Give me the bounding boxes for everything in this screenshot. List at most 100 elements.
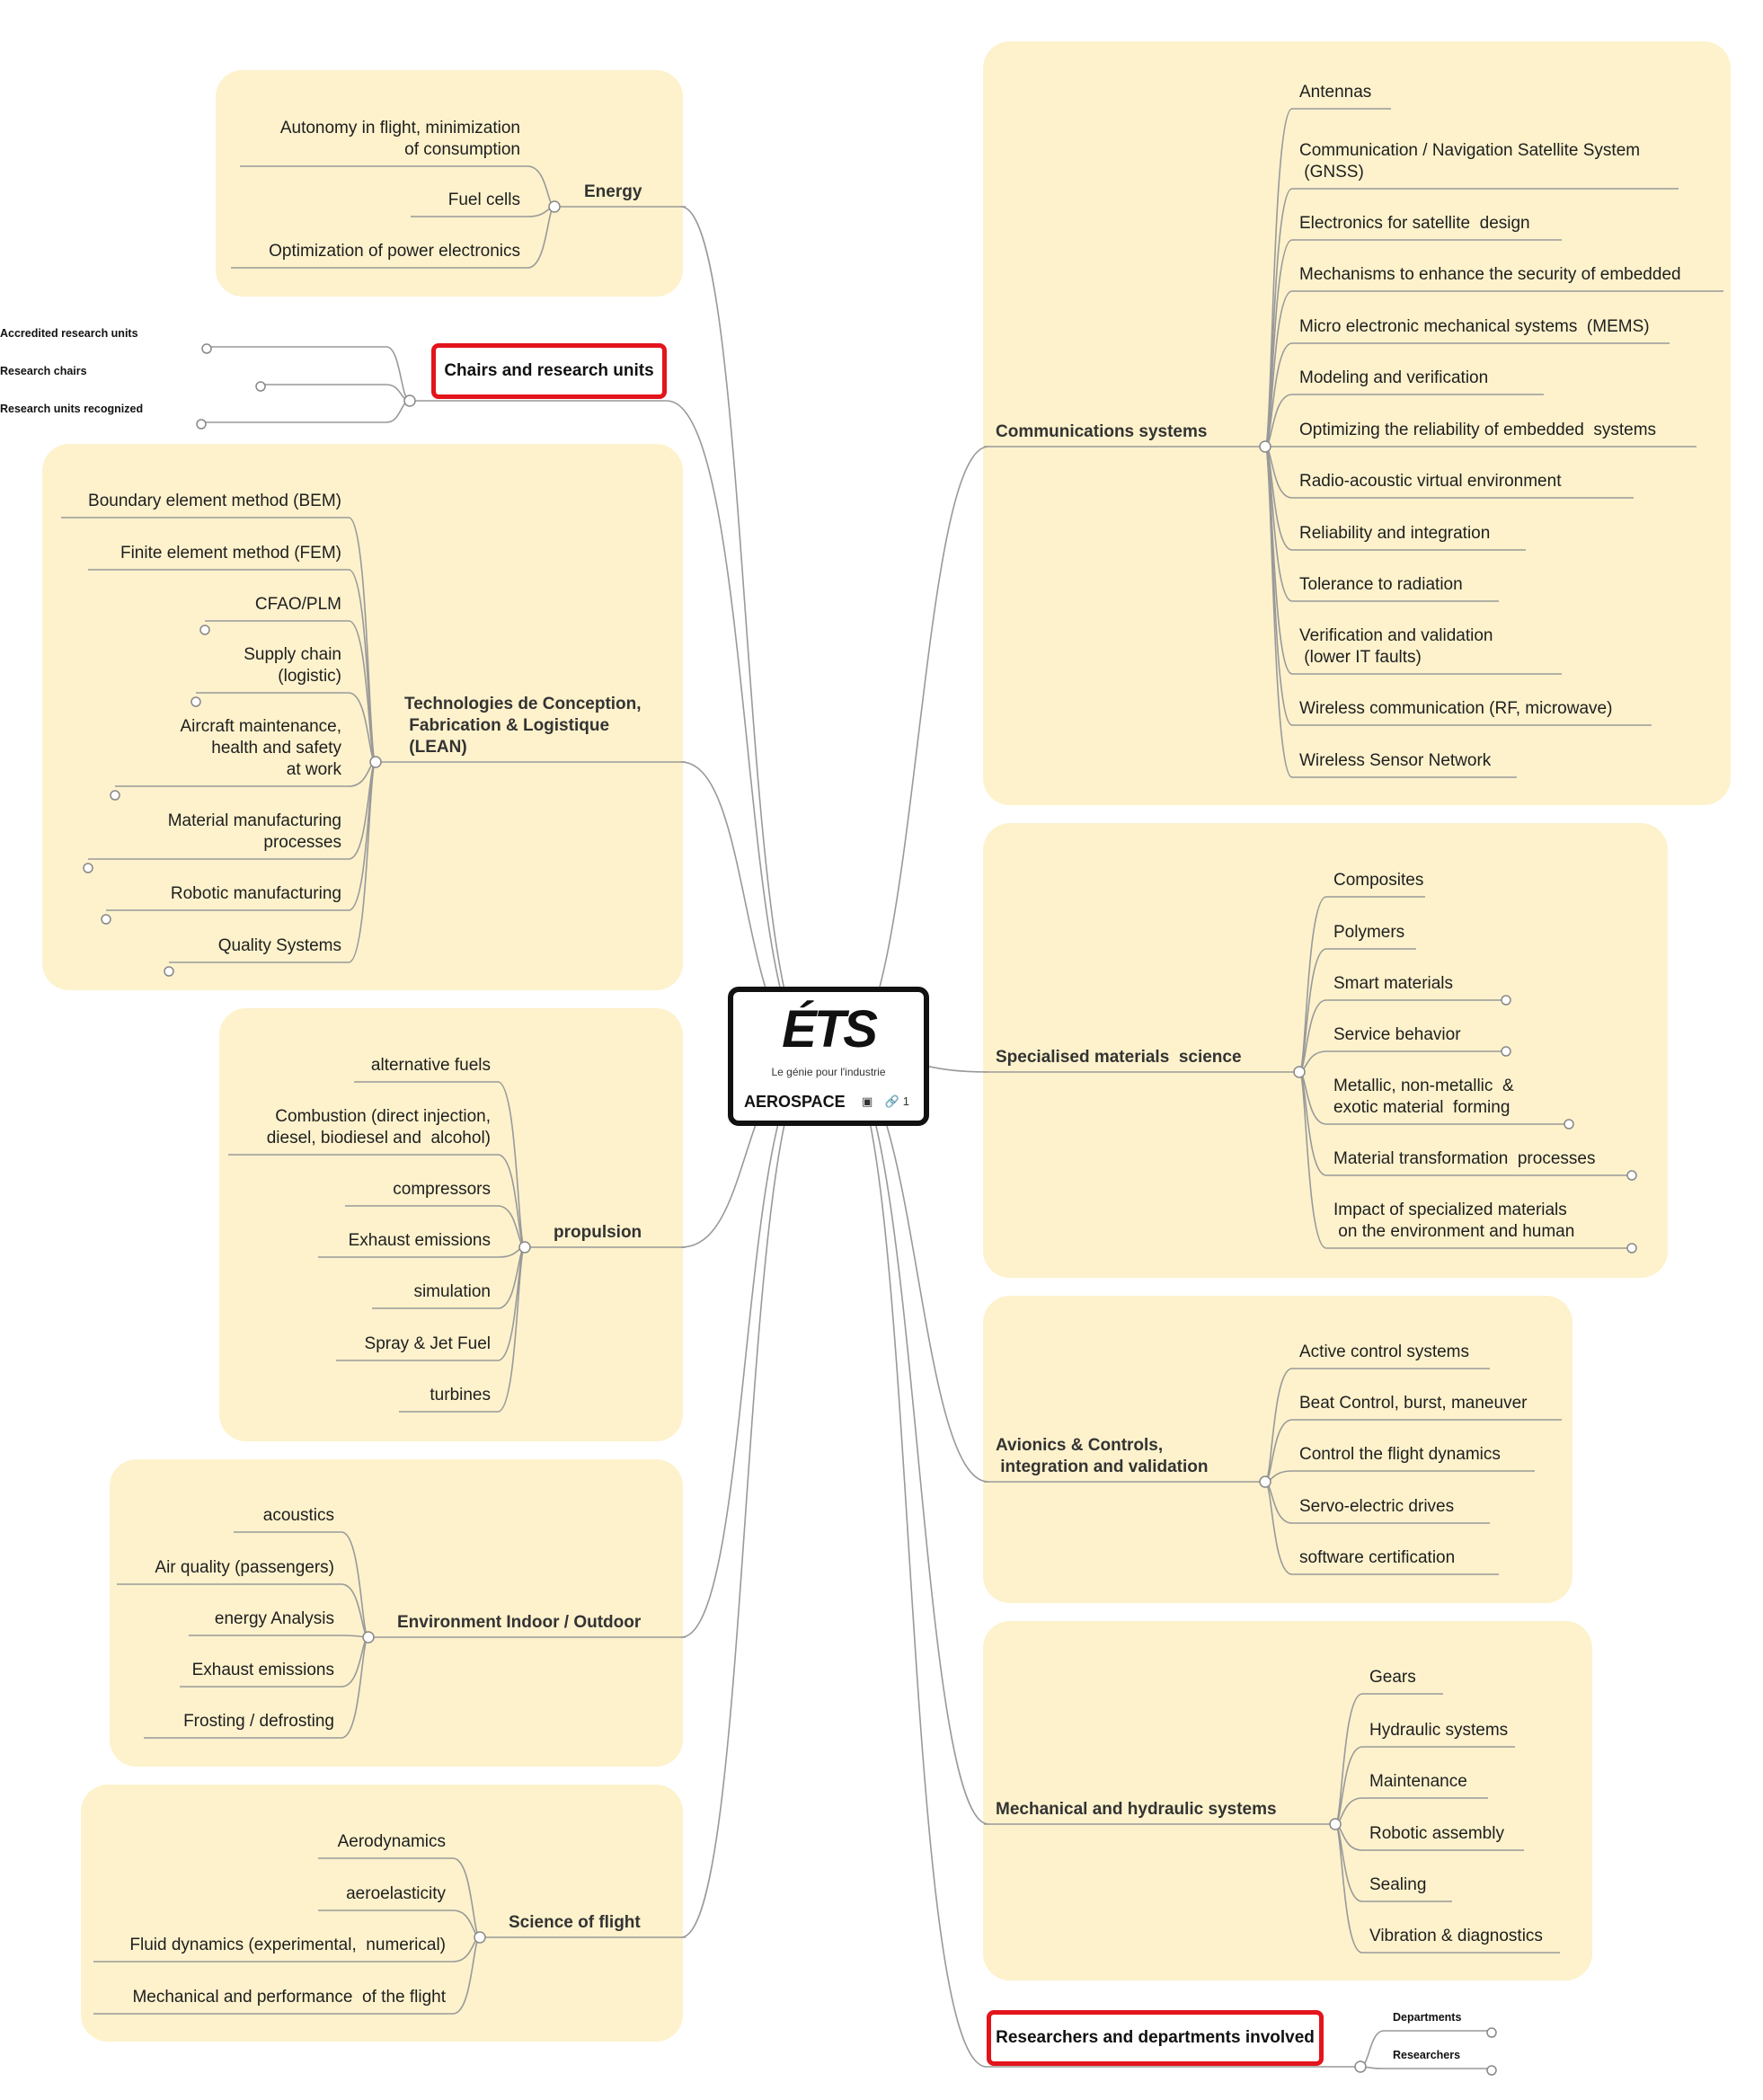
energy-branch-label[interactable]: Energy xyxy=(584,182,642,201)
environment-item[interactable]: energy Analysis xyxy=(214,1609,334,1628)
mech-item[interactable]: Gears xyxy=(1369,1668,1416,1687)
avionics-item[interactable]: Beat Control, burst, maneuver xyxy=(1299,1394,1528,1413)
tech-item[interactable]: CFAO/PLM xyxy=(254,595,341,614)
mech-item[interactable]: Robotic assembly xyxy=(1369,1824,1504,1843)
avionics-node-handle[interactable] xyxy=(1259,1475,1271,1488)
environment-item[interactable]: Exhaust emissions xyxy=(191,1661,334,1679)
avionics-item[interactable]: Control the flight dynamics xyxy=(1299,1445,1501,1464)
comms-branch-label[interactable]: Communications systems xyxy=(996,422,1208,441)
chairs-node-handle[interactable] xyxy=(403,394,416,407)
researchers-item[interactable]: Researchers xyxy=(1393,2049,1461,2061)
mech-item[interactable]: Vibration & diagnostics xyxy=(1369,1927,1543,1945)
propulsion-node-handle[interactable] xyxy=(518,1241,531,1254)
central-topic-aerospace[interactable]: ÉTS Le génie pour l'industrie AEROSPACE … xyxy=(728,987,929,1126)
avionics-item[interactable]: Servo-electric drives xyxy=(1299,1497,1455,1516)
avionics-item[interactable]: Active control systems xyxy=(1299,1342,1469,1361)
comms-item[interactable]: Verification and validation (lower IT fa… xyxy=(1299,626,1493,667)
collapse-toggle-icon[interactable] xyxy=(101,914,111,925)
environment-item[interactable]: Frosting / defrosting xyxy=(183,1712,334,1731)
comms-item[interactable]: Reliability and integration xyxy=(1299,524,1491,543)
collapse-toggle-icon[interactable] xyxy=(110,790,120,801)
collapse-toggle-icon[interactable] xyxy=(1626,1170,1637,1181)
energy-item[interactable]: Autonomy in flight, minimization of cons… xyxy=(279,119,520,159)
mech-node-handle[interactable] xyxy=(1329,1818,1342,1830)
flight-node-handle[interactable] xyxy=(474,1931,486,1944)
collapse-toggle-icon[interactable] xyxy=(83,863,93,873)
energy-item[interactable]: Fuel cells xyxy=(447,191,520,209)
tech-item[interactable]: Quality Systems xyxy=(217,936,341,955)
flight-item[interactable]: Fluid dynamics (experimental, numerical) xyxy=(129,1936,446,1954)
researchers-branch-label[interactable]: Researchers and departments involved xyxy=(987,2010,1324,2066)
avionics-branch-label[interactable]: Avionics & Controls, integration and val… xyxy=(996,1436,1209,1476)
propulsion-branch-label[interactable]: propulsion xyxy=(554,1223,642,1242)
collapse-toggle-icon[interactable] xyxy=(1564,1119,1574,1130)
collapse-toggle-icon[interactable] xyxy=(201,343,212,354)
environment-item[interactable]: Air quality (passengers) xyxy=(155,1558,334,1577)
collapse-toggle-icon[interactable] xyxy=(190,696,201,707)
collapse-toggle-icon[interactable] xyxy=(255,381,266,392)
tech-item[interactable]: Supply chain (logistic) xyxy=(244,645,341,686)
tech-node-handle[interactable] xyxy=(369,756,382,768)
environment-node-handle[interactable] xyxy=(362,1631,375,1644)
comms-item[interactable]: Wireless Sensor Network xyxy=(1299,751,1492,770)
collapse-toggle-icon[interactable] xyxy=(1501,995,1511,1006)
chairs-item[interactable]: Research chairs xyxy=(0,365,87,377)
materials-item[interactable]: Metallic, non-metallic & exotic material… xyxy=(1333,1077,1514,1117)
mech-item[interactable]: Maintenance xyxy=(1369,1772,1467,1791)
propulsion-item[interactable]: simulation xyxy=(413,1282,491,1301)
materials-item[interactable]: Service behavior xyxy=(1333,1025,1461,1044)
comms-item[interactable]: Micro electronic mechanical systems (MEM… xyxy=(1299,317,1650,336)
propulsion-item[interactable]: Exhaust emissions xyxy=(348,1231,491,1250)
tech-item[interactable]: Robotic manufacturing xyxy=(170,884,341,903)
mech-item[interactable]: Hydraulic systems xyxy=(1369,1721,1509,1740)
propulsion-item[interactable]: turbines xyxy=(430,1386,491,1404)
flight-branch-label[interactable]: Science of flight xyxy=(509,1913,641,1932)
mech-item[interactable]: Sealing xyxy=(1369,1875,1427,1894)
comms-item[interactable]: Communication / Navigation Satellite Sys… xyxy=(1299,141,1641,182)
materials-branch-label[interactable]: Specialised materials science xyxy=(996,1048,1242,1067)
avionics-item[interactable]: software certification xyxy=(1299,1548,1456,1567)
comms-item[interactable]: Tolerance to radiation xyxy=(1299,575,1463,594)
tech-item[interactable]: Material manufacturing processes xyxy=(167,811,341,852)
propulsion-item[interactable]: compressors xyxy=(393,1180,491,1199)
tech-item[interactable]: Finite element method (FEM) xyxy=(120,544,341,563)
propulsion-item[interactable]: Combustion (direct injection, diesel, bi… xyxy=(266,1107,491,1147)
comms-item[interactable]: Wireless communication (RF, microwave) xyxy=(1299,699,1613,718)
materials-item[interactable]: Impact of specialized materials on the e… xyxy=(1333,1201,1575,1241)
collapse-toggle-icon[interactable] xyxy=(1626,1243,1637,1254)
tech-item[interactable]: Boundary element method (BEM) xyxy=(88,492,341,510)
collapse-toggle-icon[interactable] xyxy=(196,419,207,430)
flight-item[interactable]: Aerodynamics xyxy=(337,1832,446,1851)
comms-item[interactable]: Mechanisms to enhance the security of em… xyxy=(1299,265,1681,284)
collapse-toggle-icon[interactable] xyxy=(164,966,174,977)
collapse-toggle-icon[interactable] xyxy=(199,625,210,635)
comms-item[interactable]: Antennas xyxy=(1299,83,1372,102)
image-icon[interactable]: ▣ xyxy=(862,1094,873,1108)
chairs-item[interactable]: Research units recognized xyxy=(0,403,144,415)
propulsion-item[interactable]: alternative fuels xyxy=(370,1056,491,1075)
comms-item[interactable]: Electronics for satellite design xyxy=(1299,214,1530,233)
materials-item[interactable]: Material transformation processes xyxy=(1333,1149,1596,1168)
comms-item[interactable]: Radio-acoustic virtual environment xyxy=(1299,472,1562,491)
materials-item[interactable]: Polymers xyxy=(1333,923,1405,942)
collapse-toggle-icon[interactable] xyxy=(1501,1046,1511,1057)
environment-branch-label[interactable]: Environment Indoor / Outdoor xyxy=(397,1613,642,1632)
mech-branch-label[interactable]: Mechanical and hydraulic systems xyxy=(996,1800,1277,1819)
tech-item[interactable]: Aircraft maintenance, health and safety … xyxy=(180,717,341,779)
materials-item[interactable]: Smart materials xyxy=(1333,974,1454,993)
collapse-toggle-icon[interactable] xyxy=(1486,2065,1497,2076)
researchers-node-handle[interactable] xyxy=(1354,2060,1367,2073)
flight-item[interactable]: aeroelasticity xyxy=(346,1884,446,1903)
propulsion-item[interactable]: Spray & Jet Fuel xyxy=(364,1334,491,1353)
collapse-toggle-icon[interactable] xyxy=(1486,2027,1497,2038)
link-icon[interactable]: 🔗 xyxy=(884,1094,900,1108)
tech-branch-label[interactable]: Technologies de Conception, Fabrication … xyxy=(404,695,642,757)
comms-item[interactable]: Optimizing the reliability of embedded s… xyxy=(1299,421,1657,439)
materials-item[interactable]: Composites xyxy=(1333,871,1424,890)
energy-node-handle[interactable] xyxy=(548,200,561,213)
researchers-item[interactable]: Departments xyxy=(1393,2011,1462,2024)
flight-item[interactable]: Mechanical and performance of the flight xyxy=(132,1988,446,2007)
chairs-item[interactable]: Accredited research units xyxy=(0,327,138,340)
environment-item[interactable]: acoustics xyxy=(262,1506,334,1525)
energy-item[interactable]: Optimization of power electronics xyxy=(269,242,520,261)
